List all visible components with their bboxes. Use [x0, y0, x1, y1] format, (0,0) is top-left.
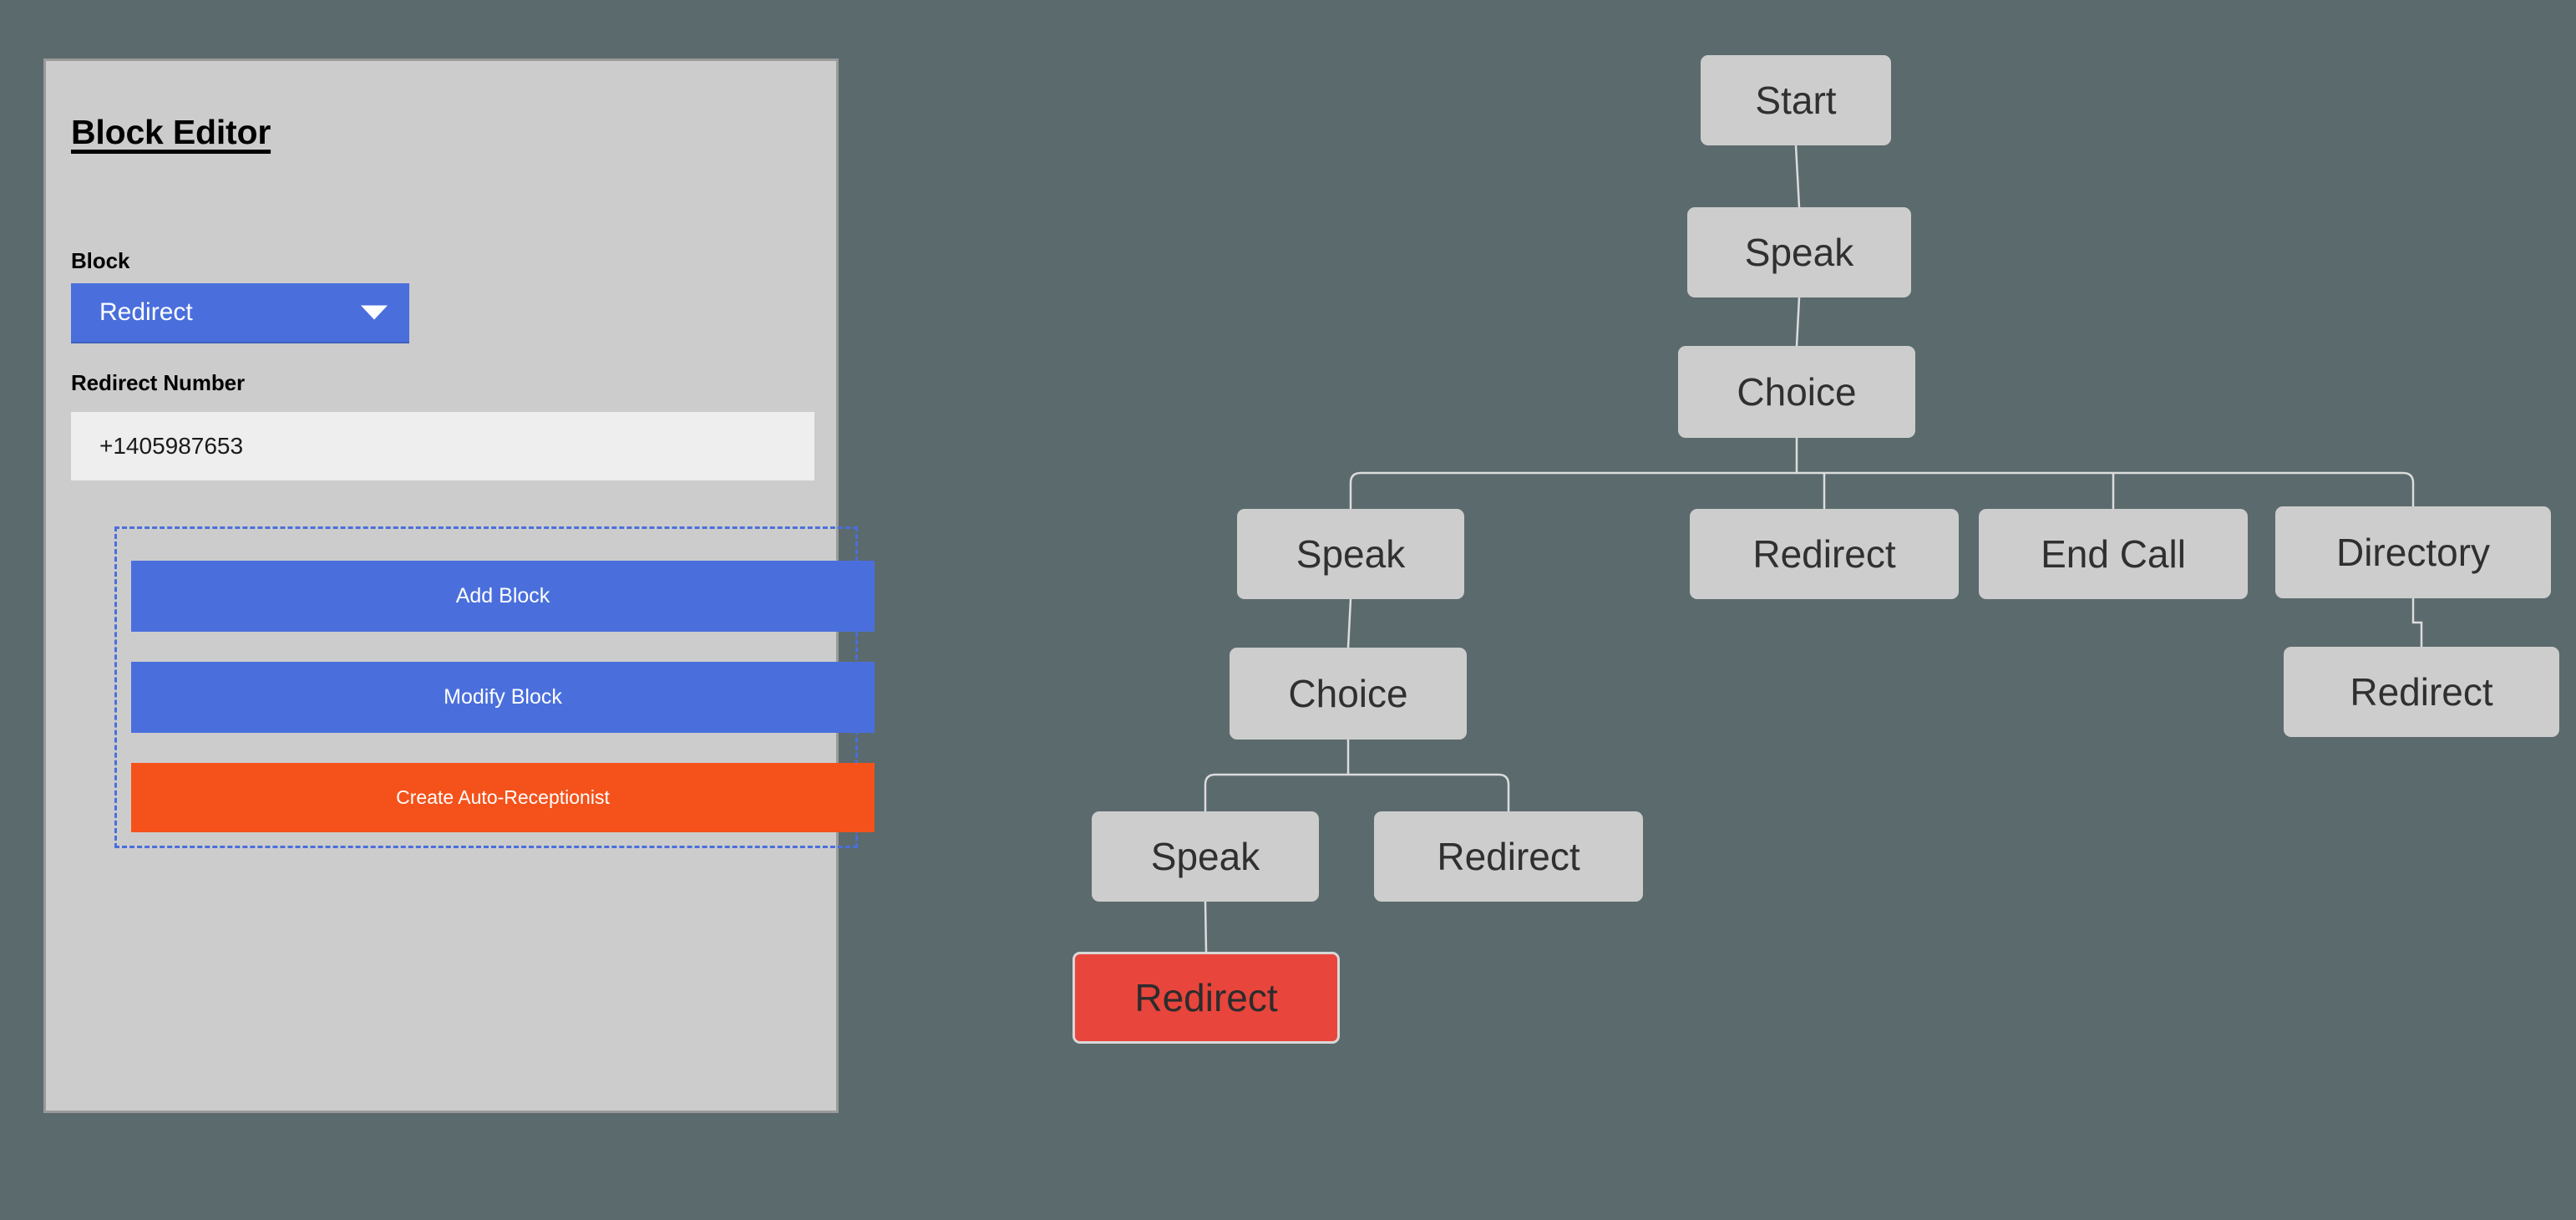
flow-node-label: Directory [2335, 531, 2491, 574]
modify-block-button[interactable]: Modify Block [131, 662, 875, 733]
block-type-select-value: Redirect [99, 298, 193, 326]
add-block-button[interactable]: Add Block [131, 561, 875, 632]
flow-node-speak2[interactable]: Speak [1237, 509, 1464, 599]
flow-node-label: Redirect [1134, 976, 1278, 1019]
page-title: Block Editor [71, 113, 271, 151]
flow-node-choice1[interactable]: Choice [1678, 346, 1915, 438]
flow-node-start[interactable]: Start [1701, 55, 1891, 145]
flow-node-label: Speak [1744, 231, 1854, 274]
actions-group: Add Block Modify Block Create Auto-Recep… [114, 526, 875, 1220]
flow-node-redirect4[interactable]: Redirect [1072, 952, 1340, 1044]
flow-node-choice2[interactable]: Choice [1230, 648, 1467, 740]
flow-node-speak3[interactable]: Speak [1092, 811, 1319, 902]
block-editor-panel: Block Editor Block Redirect Redirect Num… [43, 58, 875, 1113]
flow-node-redirect1[interactable]: Redirect [1690, 509, 1959, 599]
flow-node-label: Redirect [2350, 670, 2493, 714]
flow-node-endcall[interactable]: End Call [1979, 509, 2248, 599]
redirect-number-field-label: Redirect Number [71, 370, 245, 395]
flow-node-redirect2[interactable]: Redirect [2284, 647, 2559, 737]
chevron-down-icon [361, 305, 388, 320]
flow-node-speak1[interactable]: Speak [1687, 207, 1911, 297]
flow-node-label: Choice [1288, 672, 1408, 715]
flow-node-label: End Call [2041, 532, 2186, 576]
flow-node-redirect3[interactable]: Redirect [1374, 811, 1643, 902]
flow-node-label: Redirect [1437, 835, 1580, 878]
flow-node-label: Start [1755, 79, 1837, 122]
block-field-label: Block [71, 248, 130, 273]
block-type-select[interactable]: Redirect [71, 283, 409, 343]
create-auto-receptionist-button[interactable]: Create Auto-Receptionist [131, 763, 875, 832]
flow-node-label: Speak [1150, 835, 1260, 878]
flow-node-directory[interactable]: Directory [2275, 506, 2551, 598]
flow-node-label: Speak [1296, 532, 1406, 576]
redirect-number-input[interactable] [71, 412, 814, 480]
flow-node-label: Redirect [1752, 532, 1896, 576]
flow-node-label: Choice [1737, 370, 1857, 414]
